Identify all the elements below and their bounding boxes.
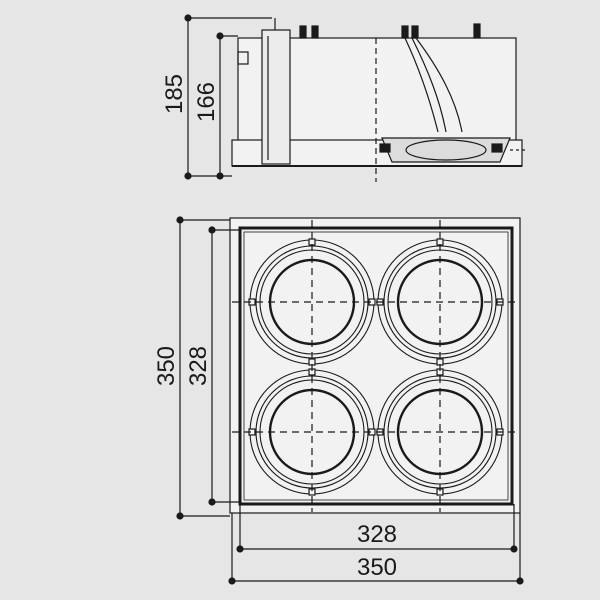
dim-328h-label: 328	[357, 521, 397, 548]
side-small-tab	[237, 51, 249, 65]
side-wire-1	[404, 37, 439, 133]
side-bolt-5	[473, 23, 481, 39]
dim-350h-label: 350	[357, 554, 397, 581]
side-lamp-reflector	[405, 139, 487, 161]
dim-328v-dot-top	[208, 226, 216, 234]
dim-350v-label: 350	[153, 346, 180, 386]
dim-350h-dot-r	[516, 577, 524, 585]
dim-328v-label: 328	[185, 346, 212, 386]
dim-350h-dot-l	[228, 577, 236, 585]
side-bolt-1	[299, 25, 307, 39]
side-lamp-body	[381, 137, 511, 163]
side-dimensions	[184, 14, 272, 180]
dim-185-dot-top	[184, 14, 192, 22]
top-view	[229, 217, 521, 514]
side-lamp-clip-r	[491, 143, 503, 153]
top-inner-frame	[238, 226, 514, 506]
dim-166-dot-top	[216, 32, 224, 40]
dim-185-dot-bot	[184, 172, 192, 180]
side-driver-box	[261, 29, 291, 165]
dim-328h-dot-l	[236, 545, 244, 553]
dim-350v-dot-top	[176, 216, 184, 224]
side-view	[231, 18, 528, 182]
side-bolt-3	[401, 25, 409, 39]
side-lamp-clip-l	[379, 143, 391, 153]
side-bolt-2	[311, 25, 319, 39]
dim-166-dot-bot	[216, 172, 224, 180]
side-wire-2	[411, 37, 447, 133]
top-inner-frame-2	[243, 231, 509, 501]
dim-350v-dot-bot	[176, 512, 184, 520]
top-outer-frame	[229, 217, 521, 514]
dim-328v-dot-bot	[208, 498, 216, 506]
dim-166-label: 166	[193, 82, 220, 122]
side-wire-3	[415, 37, 463, 133]
top-horizontal-dimensions	[228, 504, 524, 585]
dim-185-label: 185	[161, 74, 188, 114]
side-bolt-4	[411, 25, 419, 39]
dim-328h-dot-r	[510, 545, 518, 553]
top-vertical-dimensions	[176, 216, 240, 520]
